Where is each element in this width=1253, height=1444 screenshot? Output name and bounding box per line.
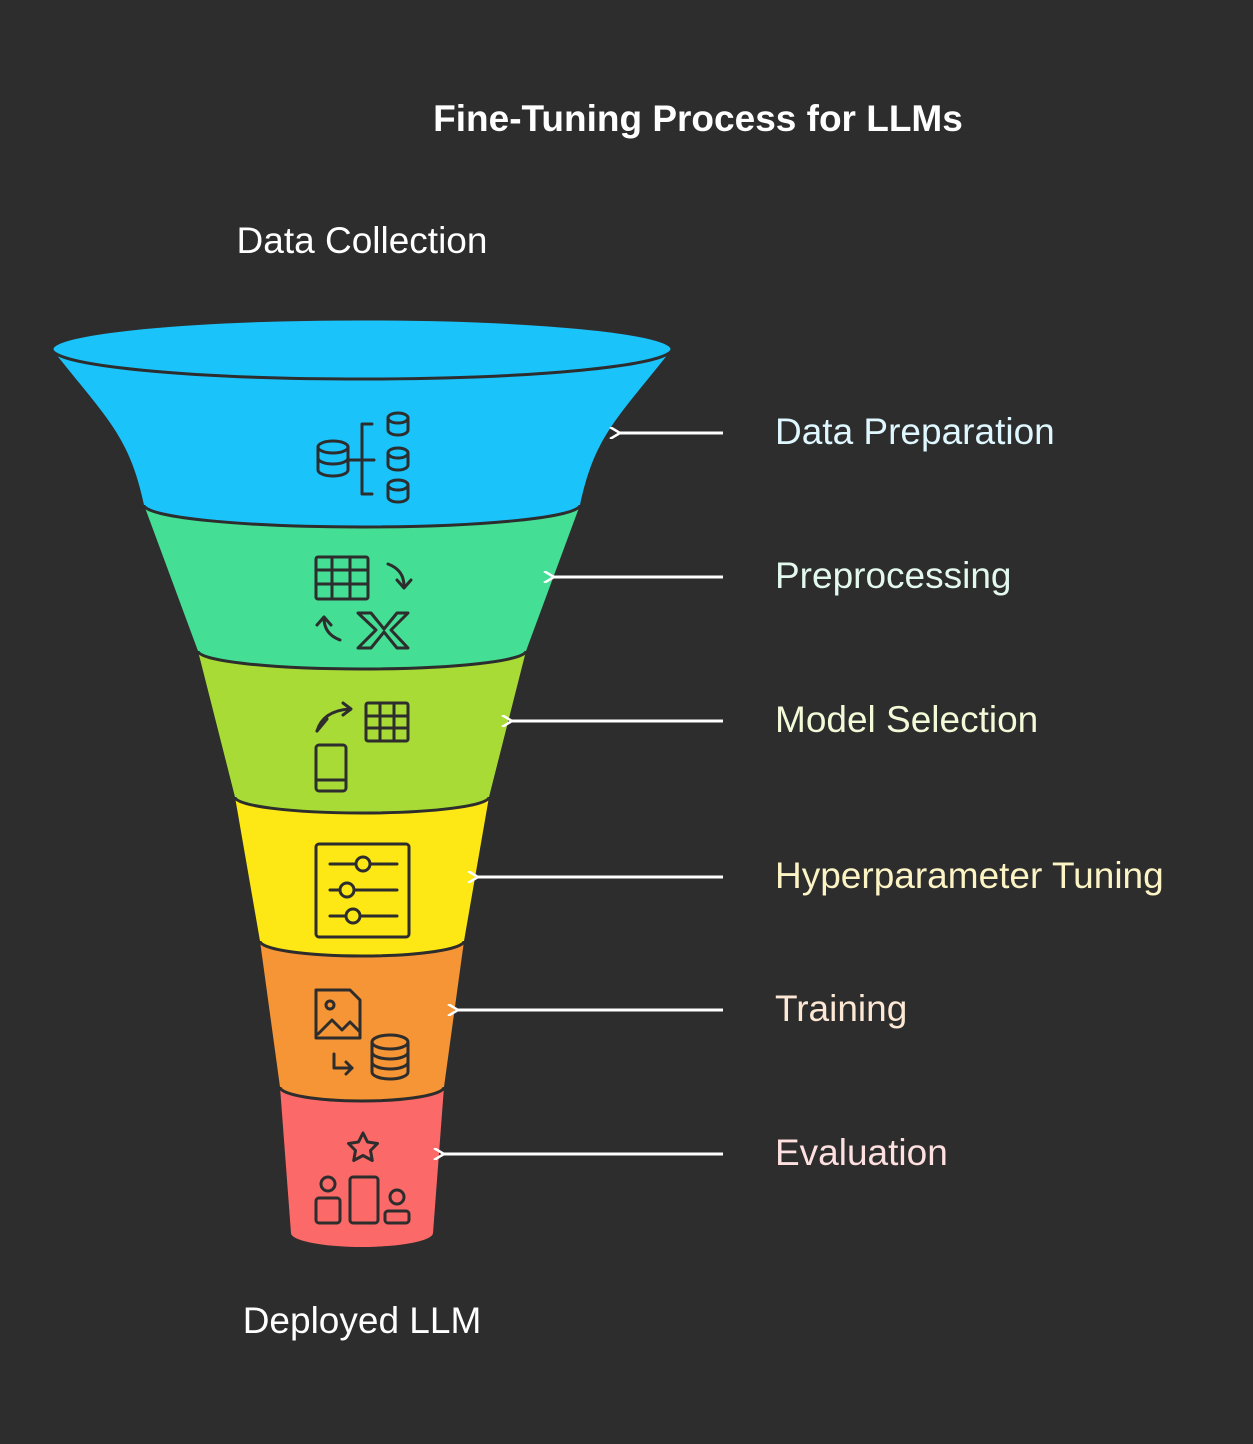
funnel-band-6 — [280, 1087, 444, 1247]
band-separator — [142, 504, 582, 529]
diagram-title: Fine-Tuning Process for LLMs — [433, 98, 963, 139]
star-podium-icon — [314, 1131, 411, 1225]
stage-label-2: Preprocessing — [775, 555, 1012, 596]
database-hierarchy-icon — [316, 411, 410, 504]
image-to-database-icon — [314, 988, 410, 1081]
table-device-swap-icon — [314, 701, 410, 793]
band-separator — [233, 796, 491, 815]
funnel-top-opening — [50, 317, 674, 381]
sliders-icon — [314, 842, 411, 939]
funnel-output-label: Deployed LLM — [242, 1300, 482, 1341]
funnel-band-2 — [144, 505, 580, 669]
band-separator — [258, 940, 466, 958]
funnel-band-5 — [260, 941, 464, 1101]
stage-label-5: Training — [775, 988, 908, 1029]
stage-label-1: Data Preparation — [775, 411, 1055, 452]
funnel-band-3 — [198, 651, 526, 813]
funnel-band-4 — [235, 797, 489, 956]
band-separator — [196, 650, 528, 671]
stage-label-6: Evaluation — [775, 1132, 948, 1173]
stage-label-3: Model Selection — [775, 699, 1039, 740]
funnel-input-label: Data Collection — [236, 220, 488, 261]
stage-label-4: Hyperparameter Tuning — [775, 855, 1164, 896]
table-convert-icon — [314, 555, 413, 650]
band-separator — [278, 1086, 446, 1103]
